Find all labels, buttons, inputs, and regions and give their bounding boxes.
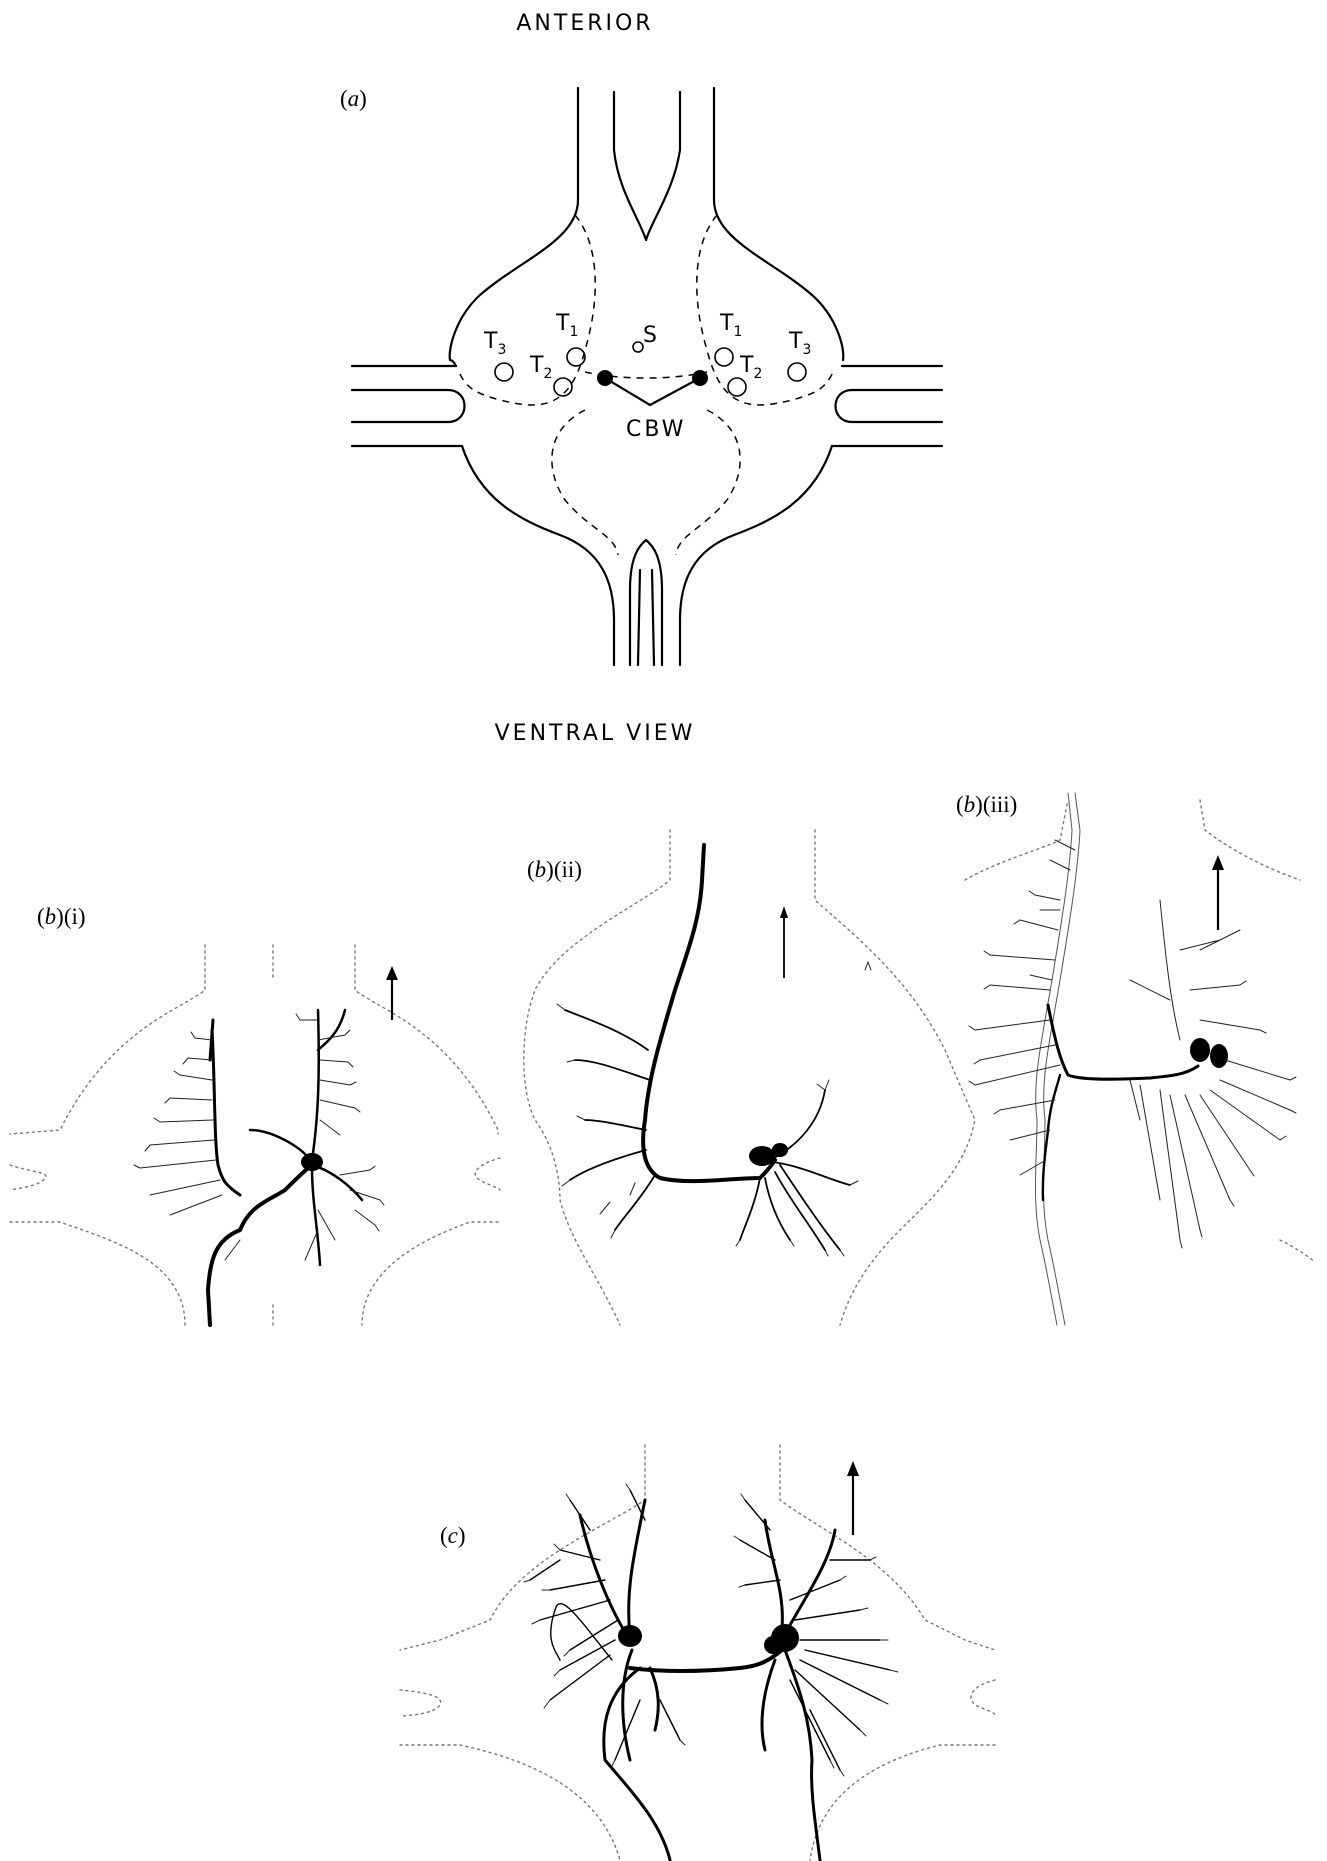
b-ii-ganglion-outline-right — [815, 830, 975, 1325]
b-i-right-nerve — [475, 1158, 500, 1190]
b-iii-twigs — [969, 891, 1296, 1248]
b-ii-arrowhead — [780, 906, 788, 918]
left-t2-label: T2 — [529, 353, 552, 382]
panel-b-iii-label: (b)(iii) — [956, 792, 1017, 817]
right-t2-soma — [728, 378, 746, 396]
c-twigs — [524, 1484, 898, 1776]
posterior-right-outline — [680, 446, 832, 665]
panel-b-ii: (b)(ii) — [524, 830, 975, 1325]
b-iii-soma — [1190, 1038, 1210, 1062]
b-iii-contralateral-dendrites — [975, 840, 1075, 1175]
panel-b-i-label: (b)(i) — [37, 904, 86, 929]
c-right-soma-2 — [764, 1636, 782, 1654]
panel-a: (a) — [340, 86, 942, 665]
right-t1-soma — [715, 348, 733, 366]
cbw-connector — [605, 378, 700, 405]
right-t3-label: T3 — [788, 329, 811, 358]
right-t1-label: T1 — [719, 311, 742, 340]
c-ganglion-outline-left — [400, 1445, 645, 1860]
b-i-ganglion-outline — [10, 945, 205, 1325]
b-i-fine-dendrites — [140, 1020, 380, 1260]
left-neuropil-dashed — [458, 215, 595, 405]
ventral-view-label: VENTRAL VIEW — [495, 721, 696, 746]
lower-left-dashed — [552, 410, 618, 555]
right-t3-soma — [788, 363, 806, 381]
left-t1-soma — [567, 348, 585, 366]
left-t3-soma — [495, 363, 513, 381]
b-i-ipsilateral-dendrites — [250, 1010, 362, 1265]
b-iii-main-axon — [1048, 1005, 1198, 1079]
b-i-crossing-branch — [210, 1020, 240, 1195]
s-label: S — [643, 323, 657, 348]
b-ii-soma — [749, 1146, 775, 1166]
right-t2-label: T2 — [739, 353, 762, 382]
panel-a-label: (a) — [340, 86, 367, 111]
b-ii-small-mark — [865, 962, 871, 970]
left-t3-label: T3 — [483, 329, 506, 358]
right-nerve-inner — [836, 390, 943, 422]
b-ii-twigs — [557, 1004, 858, 1256]
posterior-left-outline — [462, 446, 614, 665]
panel-b-ii-label: (b)(ii) — [527, 857, 582, 882]
b-ii-ganglion-outline-left — [524, 830, 670, 1325]
b-ii-contralateral-dendrites — [565, 1010, 655, 1230]
b-iii-arrowhead — [1212, 855, 1224, 870]
c-right-main-branches — [762, 1520, 835, 1860]
b-i-arrowhead — [386, 966, 398, 980]
c-right-nerve — [971, 1680, 995, 1715]
panel-c-label: (c) — [440, 1523, 466, 1548]
b-iii-ipsilateral-dendrites — [1130, 900, 1290, 1240]
left-nerve-inner — [352, 390, 465, 422]
panel-b-iii: (b)(iii) — [956, 792, 1315, 1325]
posterior-connective-split — [630, 540, 662, 665]
posterior-connective-split-inner — [638, 570, 654, 665]
s-soma — [633, 342, 643, 352]
b-iii-main-axon-lower — [1043, 1075, 1060, 1200]
c-left-main-branches — [580, 1500, 670, 1860]
c-arrowhead — [847, 1461, 859, 1476]
b-ii-ipsilateral-dendrites — [740, 1090, 850, 1250]
b-i-main-axon — [208, 1165, 312, 1325]
cbw-label: CBW — [626, 417, 686, 442]
panel-c: (c) — [400, 1445, 995, 1860]
c-commissure — [630, 1650, 782, 1671]
c-left-nerve — [400, 1690, 441, 1716]
b-i-left-nerve — [10, 1165, 46, 1190]
left-t2-soma — [554, 378, 572, 396]
b-iii-descending-axon-2 — [1035, 793, 1072, 1325]
b-i-ganglion-outline-right — [355, 945, 498, 1325]
anterior-connective-split — [614, 92, 680, 240]
left-t1-label: T1 — [555, 311, 578, 340]
b-iii-soma-2 — [1210, 1044, 1228, 1068]
b-ii-main-axon — [643, 845, 775, 1181]
panel-b-i: (b)(i) — [10, 904, 500, 1325]
b-i-twigs — [134, 1014, 384, 1231]
right-neuropil-dashed — [697, 215, 834, 405]
anterior-label: ANTERIOR — [516, 11, 653, 36]
